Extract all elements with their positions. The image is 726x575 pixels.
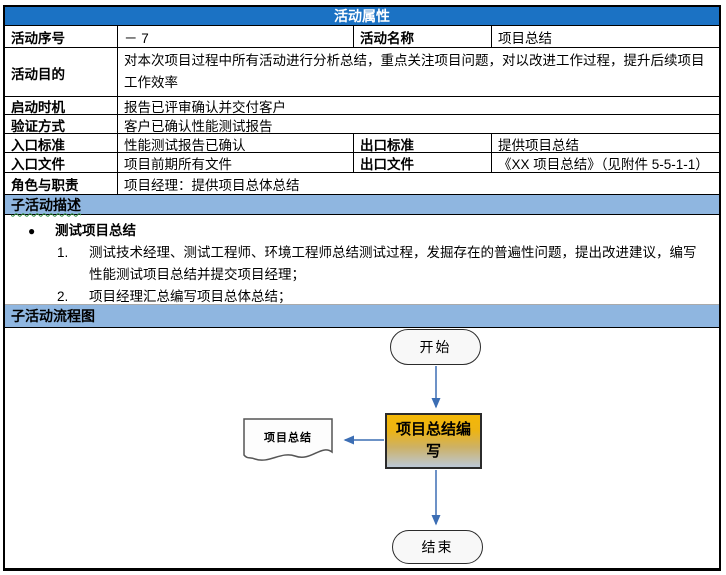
row-label: 入口文件	[5, 153, 118, 172]
row-value: 项目经理：提供项目总体总结	[124, 178, 300, 193]
table-row: 启动时机 报告已评审确认并交付客户	[5, 97, 719, 115]
row-label2: 活动名称	[354, 26, 492, 47]
row-label: 启动时机	[5, 97, 118, 114]
row-value2: 项目总结	[498, 31, 552, 46]
row-label: 活动序号	[5, 26, 118, 47]
section-header-label: 子活动描述	[11, 196, 81, 213]
item-number: 1.	[57, 245, 69, 260]
table-row: 活动目的 对本次项目过程中所有活动进行分析总结，重点关注项目问题，对以改进工作过…	[5, 48, 719, 97]
flowchart-canvas: 开始 项目总结编写 项目总结 结束	[5, 328, 719, 568]
sub-activity-description-body: ● 测试项目总结 1. 测试技术经理、测试工程师、环境工程师总结测试过程，发掘存…	[5, 215, 719, 305]
row-value: 报告已评审确认并交付客户	[124, 100, 286, 114]
document-table: 活动属性 活动序号 － 7 活动名称 项目总结 活动目的 对本次项目过程中所有活…	[3, 5, 721, 571]
row-value2: 提供项目总结	[498, 137, 579, 153]
flowchart-process-node: 项目总结编写	[385, 413, 482, 469]
section-header-sub-activity-flowchart: 子活动流程图	[5, 305, 719, 328]
row-value: － 7	[118, 26, 354, 47]
flowchart-connectors	[343, 366, 441, 526]
section-header-label: 子活动流程图	[11, 308, 95, 324]
row-value: 性能测试报告已确认	[118, 134, 354, 152]
bullet-item: ● 测试项目总结	[5, 220, 719, 242]
table-row: 入口标准 性能测试报告已确认 出口标准 提供项目总结	[5, 134, 719, 153]
row-label2: 出口标准	[354, 134, 492, 152]
bullet-title: 测试项目总结	[55, 223, 136, 238]
row-label: 验证方式	[5, 115, 118, 133]
numbered-item: 1. 测试技术经理、测试工程师、环境工程师总结测试过程，发掘存在的普遍性问题，提…	[5, 242, 719, 286]
item-number: 2.	[57, 289, 69, 304]
table-row: 验证方式 客户已确认性能测试报告	[5, 115, 719, 134]
document-node-label: 项目总结	[264, 432, 312, 444]
table-row: 活动序号 － 7 活动名称 项目总结	[5, 26, 719, 48]
row-label2: 出口文件	[354, 153, 492, 172]
row-label: 角色与职责	[5, 173, 118, 194]
row-label: 入口标准	[5, 134, 118, 152]
row-value: 对本次项目过程中所有活动进行分析总结，重点关注项目问题，对以改进工作过程，提升后…	[124, 53, 705, 90]
row-value: 项目前期所有文件	[118, 153, 354, 172]
row-label: 活动目的	[5, 48, 118, 96]
table-row: 角色与职责 项目经理：提供项目总体总结	[5, 173, 719, 195]
item-text: 项目经理汇总编写项目总体总结；	[89, 289, 292, 304]
flowchart-start-node: 开始	[390, 329, 481, 365]
flowchart-document-node: 项目总结	[243, 418, 333, 464]
row-value2: 《XX 项目总结》（见附件 5-5-1-1）	[498, 157, 709, 172]
row-value: 客户已确认性能测试报告	[124, 118, 273, 134]
bullet-icon: ●	[28, 224, 36, 238]
table-row: 入口文件 项目前期所有文件 出口文件 《XX 项目总结》（见附件 5-5-1-1…	[5, 153, 719, 173]
document-title: 活动属性	[5, 7, 719, 26]
document-shape-icon	[243, 418, 333, 461]
item-text: 测试技术经理、测试工程师、环境工程师总结测试过程，发掘存在的普遍性问题，提出改进…	[89, 245, 697, 282]
numbered-item: 2. 项目经理汇总编写项目总体总结；	[5, 286, 719, 308]
section-header-sub-activity-description: 子活动描述	[5, 195, 719, 215]
flowchart-end-node: 结束	[392, 530, 483, 564]
